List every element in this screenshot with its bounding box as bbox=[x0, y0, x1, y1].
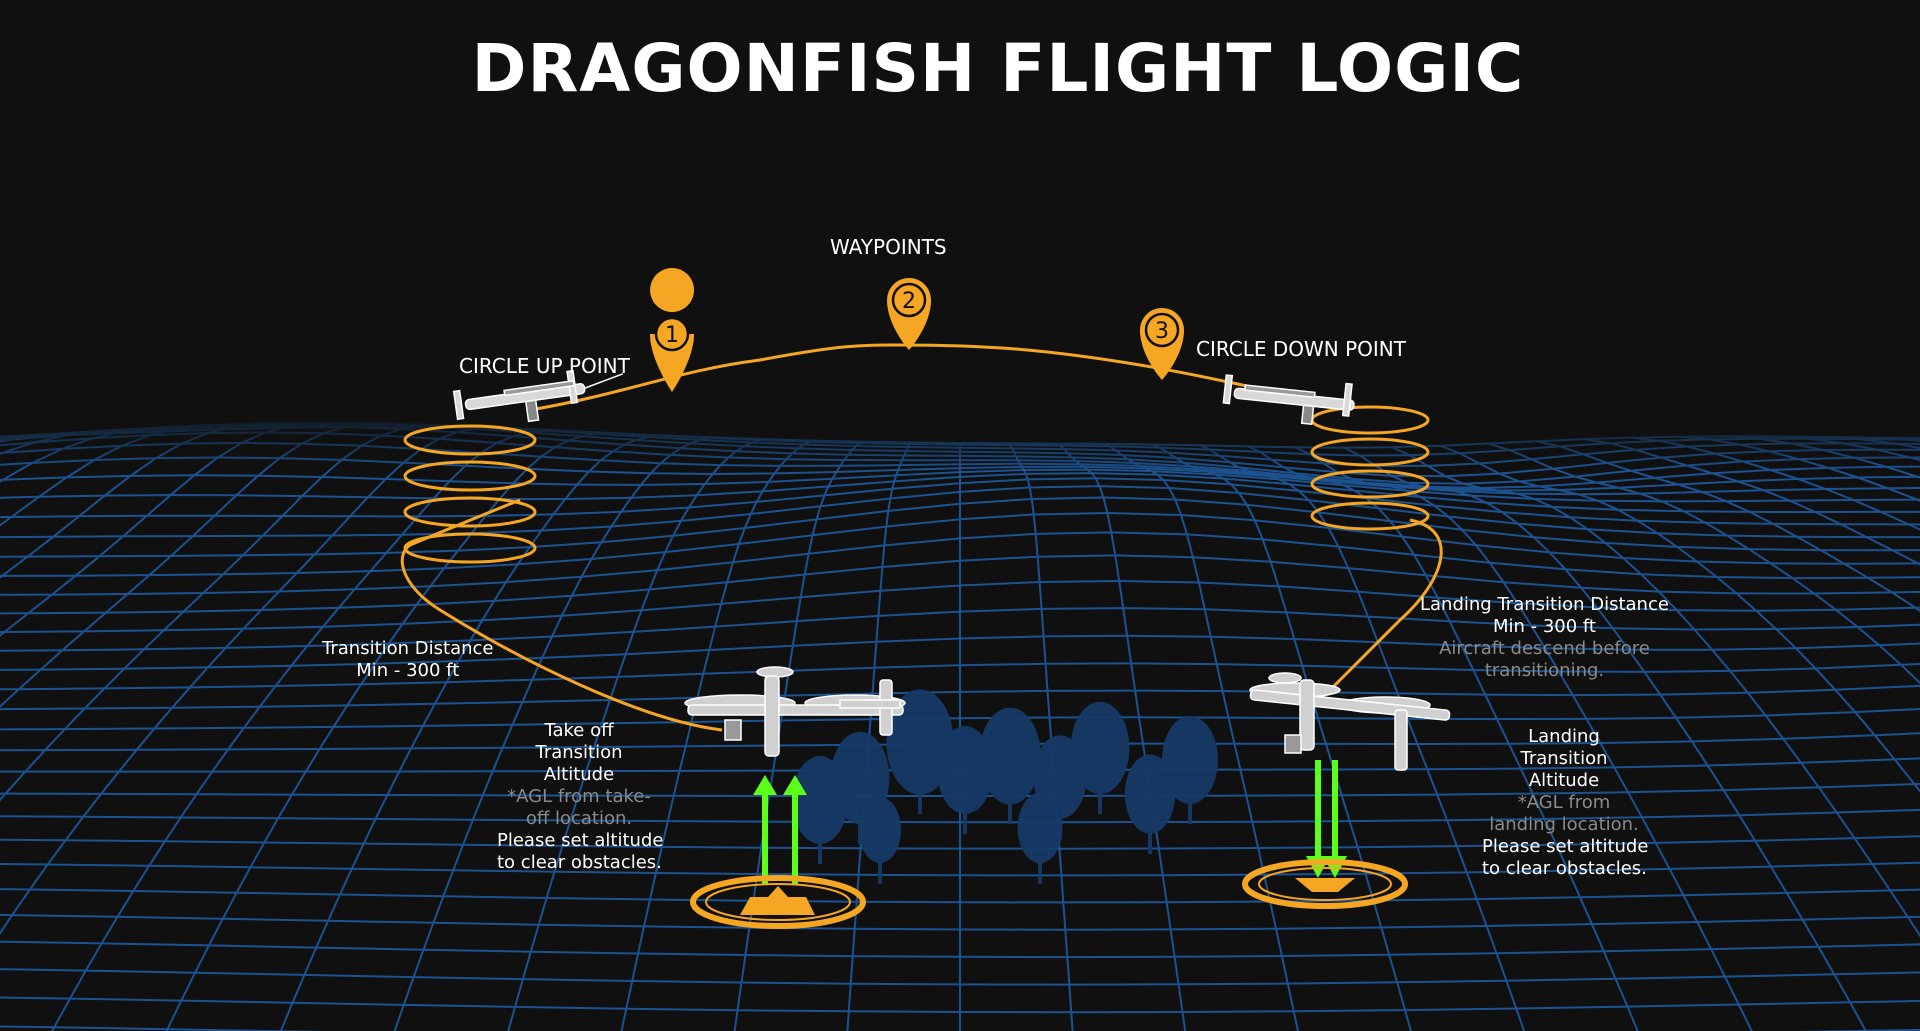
tree-trunk bbox=[1148, 824, 1152, 854]
waypoint-number-1: 1 bbox=[665, 323, 679, 348]
aircraft-fixed-wing-icon bbox=[452, 369, 624, 423]
landing-pad-icon bbox=[1242, 859, 1408, 909]
tree-trunk bbox=[1008, 794, 1012, 824]
takeoff-altitude-line1: Take off bbox=[544, 720, 614, 741]
circle-down-spiral bbox=[1310, 405, 1430, 531]
tree-trunk bbox=[1098, 784, 1102, 814]
takeoff-pad-icon bbox=[690, 875, 866, 929]
takeoff-transition-distance-label: Transition Distance Min - 300 ft bbox=[322, 638, 493, 682]
aircraft-vtol-takeoff-icon bbox=[684, 666, 906, 757]
landing-altitude-line1: Landing bbox=[1528, 726, 1600, 747]
landing-distance-note1: Aircraft descend before bbox=[1439, 637, 1650, 659]
waypoints-label: WAYPOINTS bbox=[830, 235, 947, 259]
waypoint-number-2: 2 bbox=[902, 289, 916, 314]
waypoint-marker-2: 2 bbox=[887, 278, 931, 350]
flight-path-line bbox=[400, 498, 723, 732]
takeoff-altitude-line2: Transition bbox=[535, 741, 623, 763]
flight-path-descent bbox=[1318, 518, 1443, 702]
landing-distance-note2: transitioning. bbox=[1484, 659, 1605, 681]
circle-up-spiral bbox=[403, 424, 537, 564]
waypoint-marker-1: 1 bbox=[650, 268, 695, 392]
tree-trunk bbox=[878, 854, 882, 884]
takeoff-altitude-arrows bbox=[753, 775, 807, 885]
waypoint-marker-3: 3 bbox=[1140, 308, 1184, 380]
takeoff-distance-line2: Min - 300 ft bbox=[356, 659, 460, 681]
landing-altitude-note1: *AGL from bbox=[1517, 791, 1611, 813]
page-title: DRAGONFISH FLIGHT LOGIC bbox=[471, 30, 1525, 107]
landing-altitude-warn1: Please set altitude bbox=[1482, 835, 1649, 857]
tree-icon bbox=[937, 726, 993, 814]
tree-trunk bbox=[1038, 854, 1042, 884]
tree-icon bbox=[1124, 754, 1176, 834]
landing-transition-altitude-label: Landing Transition Altitude *AGL from la… bbox=[1482, 726, 1649, 880]
landing-altitude-warn2: to clear obstacles. bbox=[1482, 857, 1647, 879]
tree-icon bbox=[1162, 716, 1218, 804]
landing-altitude-line2: Transition bbox=[1520, 747, 1608, 769]
waypoint-number-3: 3 bbox=[1155, 319, 1169, 344]
circle-up-point-label: CIRCLE UP POINT bbox=[459, 354, 630, 378]
circle-down-point-label: CIRCLE DOWN POINT bbox=[1196, 337, 1406, 361]
takeoff-altitude-warn1: Please set altitude bbox=[497, 829, 664, 851]
takeoff-transition-altitude-label: Take off Transition Altitude *AGL from t… bbox=[497, 720, 664, 874]
trees-obstacle bbox=[792, 689, 1218, 884]
aircraft-vtol-landing-icon bbox=[1249, 672, 1451, 771]
takeoff-altitude-note2: off location. bbox=[525, 807, 633, 829]
terrain-fade bbox=[0, 420, 1920, 620]
landing-distance-line1: Landing Transition Distance bbox=[1420, 594, 1669, 615]
tree-trunk bbox=[918, 784, 922, 814]
tree-trunk bbox=[1188, 794, 1192, 824]
takeoff-altitude-note1: *AGL from take- bbox=[507, 785, 651, 807]
takeoff-distance-line1: Transition Distance bbox=[322, 638, 494, 659]
landing-altitude-note2: landing location. bbox=[1489, 813, 1639, 835]
tree-icon bbox=[859, 797, 901, 863]
takeoff-altitude-warn2: to clear obstacles. bbox=[497, 851, 662, 873]
aircraft-fixed-wing-icon bbox=[1222, 374, 1355, 426]
landing-transition-distance-label: Landing Transition Distance Min - 300 ft… bbox=[1420, 594, 1669, 682]
tree-icon bbox=[1070, 701, 1130, 795]
tree-trunk bbox=[963, 804, 967, 834]
tree-icon bbox=[979, 707, 1041, 805]
tree-icon bbox=[1017, 792, 1063, 864]
tree-trunk bbox=[818, 834, 822, 864]
landing-distance-line2: Min - 300 ft bbox=[1492, 615, 1596, 637]
takeoff-altitude-line3: Altitude bbox=[543, 763, 615, 785]
landing-altitude-line3: Altitude bbox=[1528, 769, 1600, 791]
tree-icon bbox=[886, 689, 954, 795]
